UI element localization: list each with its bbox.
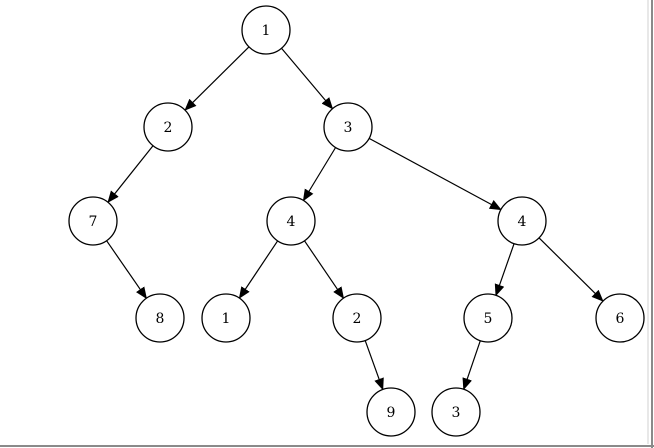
tree-node-n4b: 4: [497, 196, 547, 246]
node-circle: [332, 293, 382, 343]
tree-node-n5: 5: [463, 293, 513, 343]
tree-node-n2b: 2: [332, 293, 382, 343]
node-label: 7: [89, 214, 98, 230]
node-label: 8: [156, 311, 165, 327]
edge-arrow-n2-n7: [107, 145, 154, 203]
node-label: 1: [262, 23, 271, 39]
tree-node-n6: 6: [595, 293, 645, 343]
nodes: 1 2 3 7 8 4 4 1 2 9 5 6 3: [68, 5, 645, 437]
node-circle: [595, 293, 645, 343]
node-circle: [497, 196, 547, 246]
node-label: 6: [616, 311, 625, 327]
edge-arrow-n1-n2: [184, 46, 250, 111]
tree-node-n7: 7: [68, 196, 118, 246]
tree-node-n2: 2: [143, 102, 193, 152]
edges: [106, 46, 604, 391]
node-circle: [143, 102, 193, 152]
tree-node-n1b: 1: [201, 293, 251, 343]
node-label: 3: [344, 120, 353, 136]
node-label: 2: [164, 120, 173, 136]
node-label: 2: [353, 311, 362, 327]
edge-arrow-n3-n4a: [302, 147, 337, 202]
edge-arrow-n2b-n9: [364, 340, 384, 391]
edge-arrow-n3-n4b: [368, 137, 502, 211]
edge-arrow-n7-n8: [106, 240, 147, 300]
node-label: 4: [287, 214, 296, 230]
node-circle: [201, 293, 251, 343]
node-circle: [266, 196, 316, 246]
tree-node-n3b: 3: [431, 387, 481, 437]
node-label: 1: [222, 311, 231, 327]
node-label: 9: [387, 405, 396, 421]
node-label: 4: [518, 214, 527, 230]
node-circle: [241, 5, 291, 55]
edge-arrow-n5-n3b: [462, 340, 481, 391]
node-circle: [463, 293, 513, 343]
node-circle: [366, 387, 416, 437]
edge-arrow-n4b-n6: [538, 237, 604, 302]
node-circle: [68, 196, 118, 246]
node-circle: [135, 293, 185, 343]
node-label: 5: [484, 311, 493, 327]
tree-node-n1: 1: [241, 5, 291, 55]
tree-node-n8: 8: [135, 293, 185, 343]
node-label: 3: [452, 405, 461, 421]
node-circle: [323, 102, 373, 152]
tree-node-n9: 9: [366, 387, 416, 437]
edge-arrow-n1-n3: [281, 47, 334, 110]
tree-node-n3: 3: [323, 102, 373, 152]
node-circle: [431, 387, 481, 437]
edge-arrow-n4b-n5: [494, 243, 515, 297]
edge-arrow-n4a-n2b: [304, 240, 345, 300]
edge-arrow-n4a-n1b: [238, 240, 279, 299]
tree-node-n4a: 4: [266, 196, 316, 246]
